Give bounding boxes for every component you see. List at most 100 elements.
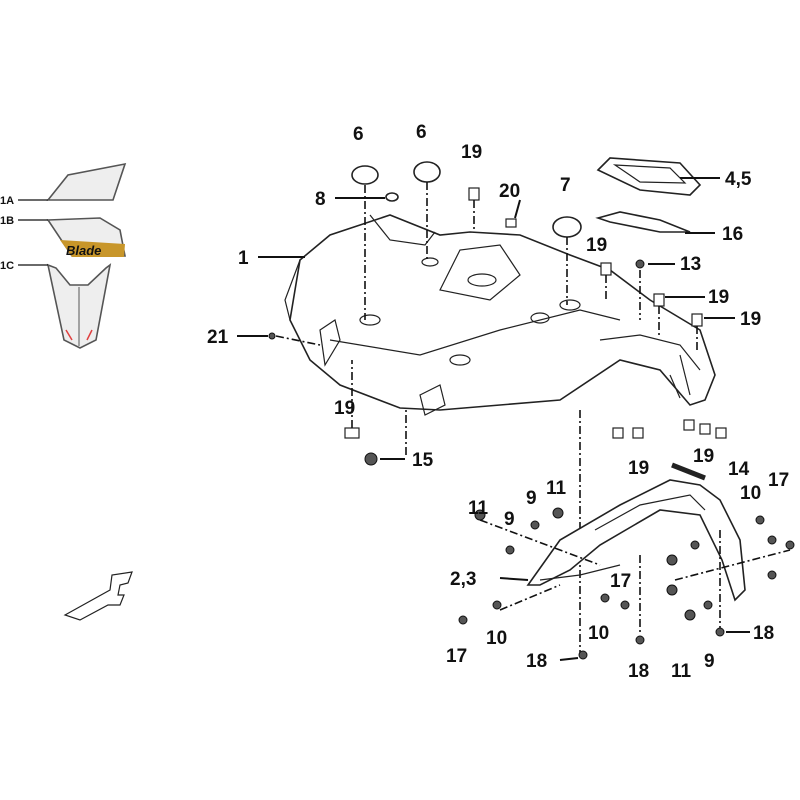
bolt: [620, 600, 630, 610]
decal-1a-shape: [46, 162, 127, 201]
cover-rear-ribs: [669, 354, 691, 399]
cap-8: [385, 192, 399, 202]
callout-9: 9: [526, 488, 537, 509]
front-direction-icon: [63, 571, 133, 621]
assembly-line: [275, 335, 321, 346]
leader-lines: [237, 177, 750, 661]
fender-part-2-3: [526, 479, 746, 602]
cover-recess: [369, 214, 436, 246]
clip-19: [600, 262, 612, 276]
leader-line: [514, 199, 521, 219]
decal-logo: Blade: [66, 243, 101, 258]
cover-hole: [449, 354, 471, 366]
callout-19: 19: [586, 235, 607, 256]
callout-19: 19: [708, 287, 729, 308]
cover-part-4-5: [596, 157, 702, 196]
clip-19: [468, 187, 480, 201]
clip-19: [699, 423, 711, 435]
decal-red-accents: [65, 329, 93, 341]
callout-16: 16: [722, 224, 743, 245]
bolt: [767, 570, 777, 580]
cover-hole: [421, 257, 439, 267]
leader-line: [559, 657, 579, 661]
mount-bracket: [319, 319, 341, 367]
callout-14: 14: [728, 459, 750, 480]
fasteners: [458, 507, 795, 660]
clip-20: [505, 218, 517, 228]
mount-bracket: [419, 384, 446, 416]
bolt: [458, 615, 468, 625]
callout-18: 18: [526, 651, 547, 672]
assembly-line: [674, 549, 791, 581]
clip-19: [691, 313, 703, 327]
callout-8: 8: [315, 189, 326, 210]
bolt: [767, 535, 777, 545]
bolt: [552, 507, 564, 519]
callout-7: 7: [560, 175, 571, 196]
callout-17: 17: [768, 470, 789, 491]
rivet-21: [268, 332, 276, 340]
cover-hole: [359, 314, 381, 326]
screw: [635, 635, 645, 645]
callout-9: 9: [504, 509, 515, 530]
callout-9: 9: [704, 651, 715, 672]
callout-21: 21: [207, 327, 229, 348]
fender-contour: [539, 564, 621, 581]
callout-10: 10: [740, 483, 761, 504]
clip-19: [653, 293, 665, 307]
label-1a: 1A: [0, 195, 14, 207]
callout-10: 10: [486, 628, 507, 649]
bolt: [666, 554, 678, 566]
washer: [600, 593, 610, 603]
bolt: [684, 609, 696, 621]
nut-15: [364, 452, 378, 466]
callout-19: 19: [693, 446, 714, 467]
callout-13: 13: [680, 254, 701, 275]
clip-19: [632, 427, 644, 439]
washer: [505, 545, 515, 555]
cap-7: [552, 216, 582, 238]
decal-gold-stripe: [60, 240, 125, 257]
screw: [715, 627, 725, 637]
grommet-13: [635, 259, 645, 269]
callout-17: 17: [610, 571, 631, 592]
washer: [492, 600, 502, 610]
callout-4-5: 4,5: [725, 169, 752, 190]
decal-1c: 1C: [0, 260, 112, 349]
clip-19: [344, 427, 360, 439]
assembly-line: [499, 584, 561, 611]
leader-line: [499, 577, 529, 581]
clip-19: [612, 427, 624, 439]
strip-14: [671, 462, 706, 481]
cover-vent-opening: [467, 273, 497, 287]
callout-6: 6: [353, 124, 364, 145]
cover-edge: [284, 259, 301, 321]
cover-vent: [439, 244, 521, 301]
fender-contour: [594, 494, 706, 531]
cover-hole: [559, 299, 581, 311]
callout-6: 6: [416, 122, 427, 143]
seal-part-16: [595, 211, 691, 233]
callout-10: 10: [588, 623, 609, 644]
cover-contour: [329, 309, 621, 356]
cover-contour: [599, 334, 701, 371]
callout-2-3: 2,3: [450, 569, 476, 590]
callout-1: 1: [238, 248, 249, 269]
washer: [690, 540, 700, 550]
washer: [703, 600, 713, 610]
washer: [530, 520, 540, 530]
washer: [755, 515, 765, 525]
callout-11: 11: [546, 478, 567, 499]
callout-20: 20: [499, 181, 520, 202]
bolt: [785, 540, 795, 550]
callout-19: 19: [740, 309, 761, 330]
cap-6-left: [351, 165, 379, 185]
front-arrow-shape: [63, 571, 133, 621]
decal-1b: Blade 1B: [0, 215, 126, 258]
callout-19: 19: [628, 458, 649, 479]
cover-outline: [289, 214, 716, 411]
callout-11: 11: [671, 661, 692, 682]
bolt: [474, 509, 486, 521]
cap-6-right: [413, 161, 441, 183]
